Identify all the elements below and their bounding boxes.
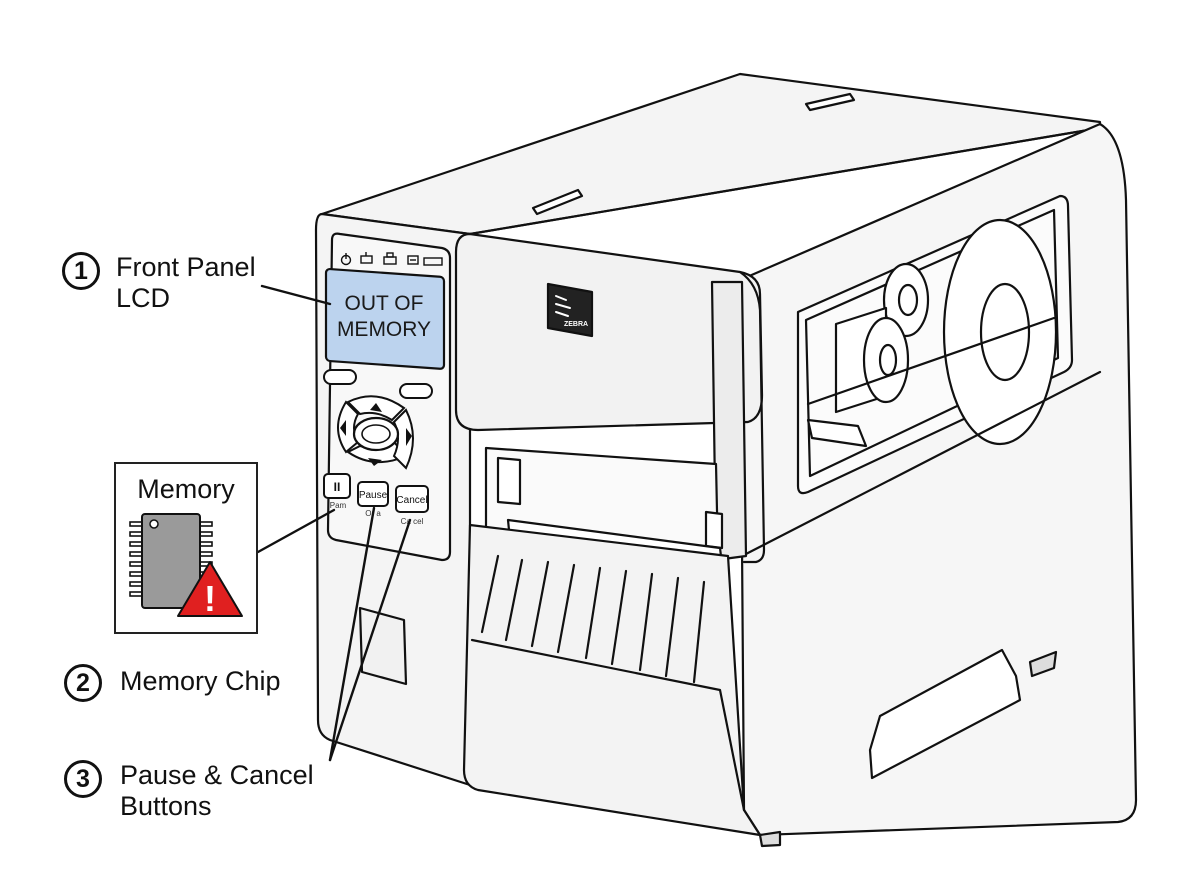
lcd-line-1: OUT OF <box>345 292 424 315</box>
nav-right-arrow-icon <box>406 428 412 446</box>
lcd-line-2: MEMORY <box>337 318 431 341</box>
front-door-edge <box>738 270 766 564</box>
callout-label-pause-cancel: Pause & Cancel <box>120 760 314 790</box>
media-guide-left <box>496 456 522 506</box>
brand-logo-text: ZEBRA <box>564 321 588 328</box>
warning-triangle-icon <box>177 561 243 617</box>
pause-icon-caption: Pam <box>330 501 347 510</box>
front-door-ribs <box>480 554 706 684</box>
leader-line-pause <box>328 506 376 762</box>
data-icon <box>423 257 443 266</box>
printer-lid-edge <box>468 126 1102 236</box>
left-soft-key[interactable] <box>323 369 357 385</box>
nav-up-arrow-icon <box>370 403 382 412</box>
printhead-bar <box>806 418 868 448</box>
warning-mark: ! <box>204 578 216 619</box>
chip-notch <box>149 519 159 529</box>
side-lower-ledge <box>742 370 1102 557</box>
cancel-button-label: Cancel <box>396 495 427 506</box>
chip-body <box>141 513 201 609</box>
front-lower-door <box>462 523 762 837</box>
status-icons <box>340 252 443 266</box>
callout-number-1: 1 <box>62 252 100 290</box>
nav-center-inner <box>361 424 391 444</box>
memory-inset: Memory ! <box>114 462 258 634</box>
memory-inset-title: Memory <box>137 474 235 504</box>
pause-button-label: Pause <box>359 490 388 501</box>
wired-network-icon <box>407 255 419 265</box>
media-roll-inner <box>979 282 1031 382</box>
side-foot-cutout <box>868 648 1022 780</box>
logo-mark <box>555 295 571 317</box>
front-upper-cover <box>454 232 764 432</box>
pause-button[interactable] <box>357 481 389 507</box>
leader-line-cancel <box>328 518 412 762</box>
memory-chip-icon: ! <box>129 513 243 619</box>
power-icon <box>340 253 352 266</box>
network-icon <box>360 252 373 264</box>
printer-foot-front <box>758 830 782 848</box>
cancel-button[interactable] <box>395 485 429 513</box>
pause-icon-button[interactable] <box>323 473 351 499</box>
lcd-screen <box>324 267 446 370</box>
callout-label-buttons: Buttons <box>120 791 212 821</box>
front-door-lower-edge <box>470 638 746 812</box>
media-guide-right <box>704 510 724 550</box>
callout-label-front-panel: Front Panel <box>116 252 256 282</box>
nav-down-arrow-icon <box>368 458 382 466</box>
callout-number-2: 2 <box>64 664 102 702</box>
leader-line-memory <box>256 508 336 554</box>
nav-left-arrow-icon <box>340 420 346 436</box>
callout-label-memory-chip: Memory Chip <box>120 666 281 696</box>
pause-icon-glyph: II <box>334 480 341 494</box>
cancel-caption: Ca cel <box>401 517 424 526</box>
window-rod <box>806 316 1056 406</box>
right-soft-key[interactable] <box>399 383 433 399</box>
lid-hinge-left <box>531 188 584 216</box>
printer-status-icon <box>383 252 397 265</box>
lid-hinge-right <box>804 92 856 112</box>
printer-foot-right <box>1028 650 1058 678</box>
callout-number-3: 3 <box>64 760 102 798</box>
ribbon-roll-top-core <box>897 283 919 317</box>
callout-label-lcd: LCD <box>116 283 171 313</box>
front-bezel-slot <box>358 606 408 686</box>
leader-line-lcd <box>260 284 332 306</box>
